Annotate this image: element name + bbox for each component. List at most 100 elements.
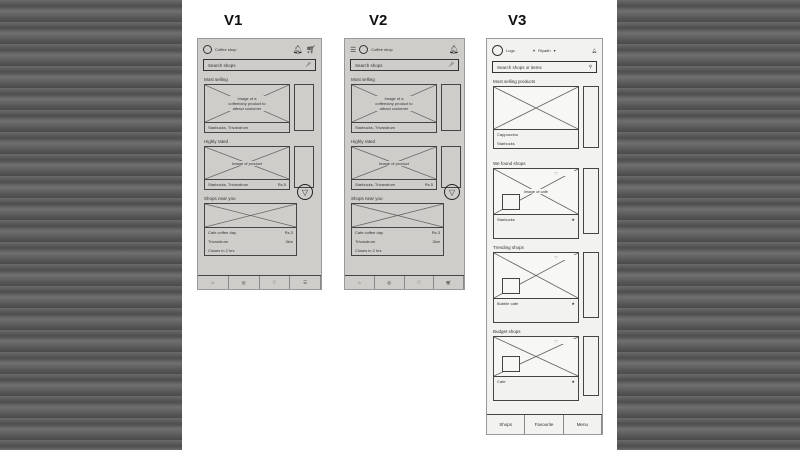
shop-card[interactable]: ♡ Bubble cafe ★ [493, 252, 579, 323]
nav-favourites[interactable]: ♡ [405, 276, 435, 289]
nav-favourite[interactable]: Favourite [525, 415, 564, 434]
shop-card[interactable]: Cafe coffee day Rs.3 Trivandrum 2km Closes… [204, 203, 297, 256]
app-header: Logo⌖Riyadh▾🔔︎ [487, 39, 602, 58]
label-v1: V1 [224, 12, 243, 29]
section-found-shops: We found shops [493, 161, 526, 166]
app-header: Coffee shop 🔔︎ 🛒︎ [198, 39, 321, 56]
rating-icon: ★ [571, 379, 575, 384]
heart-icon[interactable]: ♡ [537, 171, 575, 176]
product-card-next[interactable] [441, 146, 461, 188]
shop-card[interactable]: Image of cafe♡Starbucks★ [493, 168, 579, 239]
shop-name: Bubble cafe [497, 301, 519, 306]
promo-card-next[interactable] [441, 84, 461, 131]
product-shop: Starbucks [497, 141, 515, 146]
nav-favourites[interactable]: ♡ [260, 276, 291, 289]
shop-card[interactable]: ♡Cafe★ [493, 336, 579, 401]
heart-icon[interactable]: ♡ [537, 255, 575, 260]
bottom-nav: ⌂◎♡🛒︎ [345, 275, 464, 289]
product-placeholder: Image of product [375, 160, 413, 166]
promo-placeholder: Image of a coffee/any product to attract… [228, 96, 266, 111]
product-card-next[interactable] [294, 146, 314, 188]
product-name: Cappuccino [497, 132, 519, 137]
nav-home[interactable]: ⌂ [198, 276, 229, 289]
app-title: Coffee shop [371, 47, 393, 52]
location-icon: ⌖ [532, 48, 536, 53]
shop-distance: 2km [285, 239, 293, 244]
nav-menu[interactable]: Menu [564, 415, 602, 434]
section-highly-rated: Highly rated [204, 139, 229, 144]
shop-card-next[interactable] [583, 252, 599, 318]
bottom-nav: ⌂◎♡☰ [198, 275, 321, 289]
cart-icon[interactable]: 🛒︎ [305, 45, 316, 54]
blurred-background-left [0, 0, 182, 450]
shop-logo-placeholder [502, 356, 520, 372]
product-caption: Starbucks, Trivandrum [355, 182, 396, 187]
logo-text: Logo [506, 48, 515, 53]
location-pin-icon[interactable]: ⚲ [588, 64, 592, 69]
search-placeholder: Search shops or items [497, 64, 542, 70]
logo-icon [359, 45, 369, 54]
bell-icon[interactable]: 🔔︎ [448, 45, 459, 54]
menu-icon[interactable]: ☰ [350, 46, 357, 54]
shop-name: Cafe coffee day [355, 230, 383, 235]
rating-icon: ★ [571, 217, 575, 222]
shop-price: Rs.3 [284, 230, 293, 235]
shop-card-next[interactable] [583, 336, 599, 396]
bell-icon[interactable]: 🔔︎ [292, 45, 303, 54]
product-placeholder: Image of product [228, 160, 266, 166]
shop-distance: 2km [432, 239, 440, 244]
product-card-next[interactable] [583, 86, 599, 148]
section-most-selling: Most selling products [493, 79, 536, 84]
shop-card-next[interactable] [583, 168, 599, 234]
promo-placeholder: Image of a coffee/any product to attract… [375, 96, 413, 111]
section-trending: Trending shops [493, 245, 524, 250]
nav-menu[interactable]: 🛒︎ [434, 276, 464, 289]
shop-name: Starbucks [497, 217, 515, 222]
nav-shops[interactable]: ◎ [229, 276, 260, 289]
logo-icon [203, 45, 212, 54]
section-highly-rated: Highly rated [351, 139, 376, 144]
filter-icon: ▽ [301, 187, 309, 197]
shop-logo-placeholder [502, 278, 520, 294]
blurred-background-right [617, 0, 800, 450]
search-placeholder: Search shops [208, 62, 236, 68]
product-rating: Rs.5 [277, 182, 286, 187]
shop-status: Closes in 2 hrs [355, 248, 382, 253]
search-input[interactable]: Search shops 🎤︎ [203, 59, 316, 71]
search-input[interactable]: Search shops🎤︎ [350, 59, 459, 71]
shop-name: Cafe coffee day [208, 230, 236, 235]
shop-city: Trivandrum [208, 239, 229, 244]
filter-button[interactable]: ▽ [444, 184, 460, 200]
label-v3: V3 [508, 12, 527, 29]
mic-icon[interactable]: 🎤︎ [305, 62, 311, 67]
app-header: ☰ Coffee shop 🔔︎ [345, 39, 464, 56]
shop-status: Closes in 2 hrs [208, 248, 235, 253]
logo-icon [492, 45, 503, 56]
promo-card-next[interactable] [294, 84, 314, 131]
nav-shops[interactable]: ◎ [375, 276, 405, 289]
shop-price: Rs.3 [431, 230, 440, 235]
shop-logo-placeholder [502, 194, 520, 210]
promo-card[interactable]: Image of a coffee/any product to attract… [204, 84, 290, 133]
nav-menu[interactable]: ☰ [290, 276, 321, 289]
nav-home[interactable]: ⌂ [345, 276, 375, 289]
filter-button[interactable]: ▽ [297, 184, 313, 200]
promo-card[interactable]: Image of a coffee/any product to attract… [351, 84, 437, 133]
rating-icon: ★ [571, 301, 575, 306]
location-selector[interactable]: Riyadh [538, 48, 551, 53]
search-input[interactable]: Search shops or items ⚲ [492, 61, 597, 73]
heart-icon[interactable]: ♡ [537, 339, 575, 344]
label-v2: V2 [369, 12, 388, 29]
nav-shops[interactable]: Shops [487, 415, 526, 434]
sketch-v2: ☰ Coffee shop 🔔︎ Search shops🎤︎ Most sel… [344, 38, 465, 290]
mic-icon[interactable]: 🎤︎ [448, 62, 454, 67]
bell-icon[interactable]: 🔔︎ [591, 48, 597, 53]
filter-icon: ▽ [448, 187, 456, 197]
section-budget: Budget shops [493, 329, 521, 334]
section-most-selling: Most selling [351, 77, 375, 82]
